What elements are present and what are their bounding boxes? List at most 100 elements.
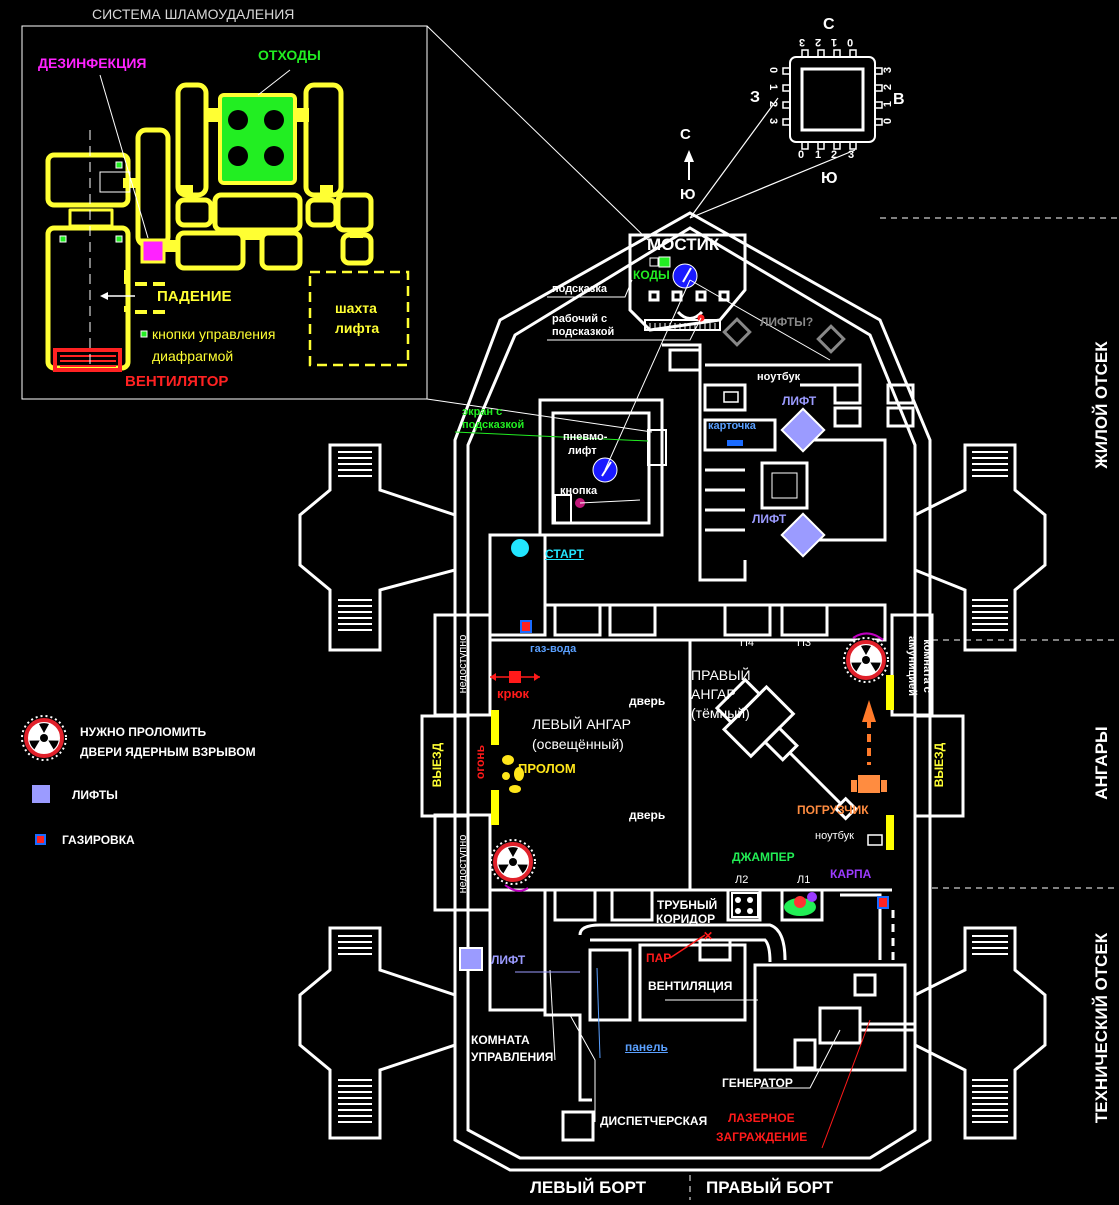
laptop-bottom-icon: [867, 834, 883, 846]
parked-ship: [714, 677, 858, 821]
compass-right-digit: 2: [882, 83, 895, 91]
compass-line-west: [689, 97, 779, 219]
compass-line-south: [689, 149, 856, 219]
l2-label: Л2: [735, 874, 749, 886]
steam-marker: ✕: [669, 929, 713, 959]
left-hangar-line1: ЛЕВЫЙ АНГАР: [532, 716, 631, 732]
inset-fan-label: ВЕНТИЛЯТОР: [125, 373, 229, 390]
hint-label: подсказка: [552, 283, 608, 295]
gas-water-label: газ-вода: [530, 643, 577, 655]
breach-marks: [502, 755, 524, 793]
legend-nuke-icon: [20, 714, 68, 762]
ammo-line2: амуницией: [906, 635, 918, 697]
nuke-door-left-icon: [489, 838, 537, 886]
side-pods: [298, 443, 1047, 1140]
inset-shaft-line2: лифта: [335, 320, 380, 336]
panel-label: панель: [625, 1040, 668, 1054]
bridge-lift-pointer: [682, 267, 692, 283]
hook-marker: [490, 671, 540, 683]
compass-bottom-digit: 3: [848, 149, 855, 161]
inset-shaft-line1: шахта: [335, 300, 377, 316]
section-starboard: ПРАВЫЙ БОРТ: [706, 1178, 834, 1197]
start-label: СТАРТ: [545, 547, 584, 561]
exit-left-label: ВЫЕЗД: [430, 742, 444, 788]
vent-fan-symbol: [735, 897, 753, 914]
screen-line2: подсказкой: [462, 419, 525, 431]
compass-bottom-digit: 1: [815, 149, 822, 161]
compass-pins: [782, 49, 883, 150]
compass-south: Ю: [821, 170, 838, 187]
inset-misc: [89, 69, 410, 370]
jumper-marker: [784, 892, 817, 916]
section-living: ЖИЛОЙ ОТСЕК: [1092, 341, 1111, 469]
laser-leader: [821, 1019, 871, 1149]
left-hangar-line2: (освещённый): [532, 736, 624, 752]
jumper-label: ДЖАМПЕР: [732, 850, 795, 864]
nuke-arc-bottom: [504, 884, 529, 892]
laser-line1: ЛАЗЕРНОЕ: [728, 1111, 795, 1125]
bridge-room: [628, 233, 747, 332]
laptop-top-label: ноутбук: [757, 371, 801, 383]
legend-nuke-line2: ДВЕРИ ЯДЕРНЫМ ВЗРЫВОМ: [80, 745, 256, 759]
loader-path: [851, 700, 887, 793]
ship-compass-arrow: [684, 150, 694, 180]
dispatch-label: ДИСПЕТЧЕРСКАЯ: [600, 1114, 708, 1128]
inset-buttons-line1: кнопки управления: [152, 326, 276, 342]
ship-hull: [453, 211, 932, 1172]
compass-top-digit: 0: [847, 36, 854, 48]
ammo-line1: комната с: [921, 639, 933, 693]
legend-lift-swatch: [32, 785, 50, 803]
inset-frame: [21, 25, 653, 433]
compass-right-digit: 0: [882, 117, 895, 125]
exit-right-label: ВЫЕЗД: [932, 742, 946, 788]
laptop-top-icon: [723, 391, 739, 403]
pipe-line1: ТРУБНЫЙ: [657, 898, 718, 912]
lift-markers: [459, 317, 846, 971]
legend-nuke-line1: НУЖНО ПРОЛОМИТЬ: [80, 725, 207, 739]
section-hangars: АНГАРЫ: [1092, 726, 1111, 800]
section-separators: [689, 217, 1119, 1200]
compass-left-digit: 1: [767, 83, 780, 91]
lift-mid-label: ЛИФТ: [752, 512, 787, 526]
lift-top-label: ЛИФТ: [782, 394, 817, 408]
control-line1: КОМНАТА: [471, 1033, 530, 1047]
soda-marker-tech: [877, 896, 889, 909]
steam-label: ПАР: [646, 951, 672, 965]
loader-label: ПОГРУЗЧИК: [797, 803, 869, 817]
bridge-lift-icon: [672, 263, 698, 289]
panel-leader: [596, 967, 601, 1059]
carp-label: КАРПА: [830, 867, 872, 881]
section-technical: ТЕХНИЧЕСКИЙ ОТСЕК: [1092, 932, 1111, 1124]
exit-bays: [420, 613, 965, 912]
workstation-line2: подсказкой: [552, 326, 615, 338]
inset-buttons-line2: диафрагмой: [152, 348, 234, 364]
laser-line2: ЗАГРАЖДЕНИЕ: [716, 1130, 808, 1144]
pod-grilles: [338, 451, 1008, 1123]
compass-left-digit: 2: [767, 100, 780, 108]
compass-north: С: [823, 16, 835, 33]
gas-water-marker: [520, 620, 532, 633]
compass-bottom-digit: 0: [798, 149, 805, 161]
lift-bottom-label: ЛИФТ: [491, 953, 526, 967]
compass-top-digit: 1: [831, 36, 838, 48]
screen-leader: [454, 431, 649, 442]
pneumo-line2: лифт: [568, 445, 597, 457]
laptop-bottom-label: ноутбук: [815, 830, 854, 842]
legend-soda-icon: [35, 834, 46, 845]
card-marker: [727, 440, 743, 446]
right-hangar-line3: (тёмный): [691, 705, 750, 721]
living-deck-rooms: [488, 343, 915, 642]
pipe-line2: КОРИДОР: [656, 912, 716, 926]
inset-waste-room: [218, 93, 297, 185]
door-bottom-label: дверь: [629, 808, 666, 822]
compass-left-digit: 0: [767, 66, 780, 74]
hangar-doors: [491, 675, 894, 850]
legend-lifts-label: ЛИФТЫ: [72, 788, 118, 802]
inset-disinfection-room: [140, 238, 166, 264]
fire-label: огонь: [473, 744, 487, 780]
workstation-line1: рабочий с: [552, 313, 608, 325]
inset-fan: [53, 348, 122, 372]
unavailable-bottom: недоступно: [457, 834, 469, 894]
